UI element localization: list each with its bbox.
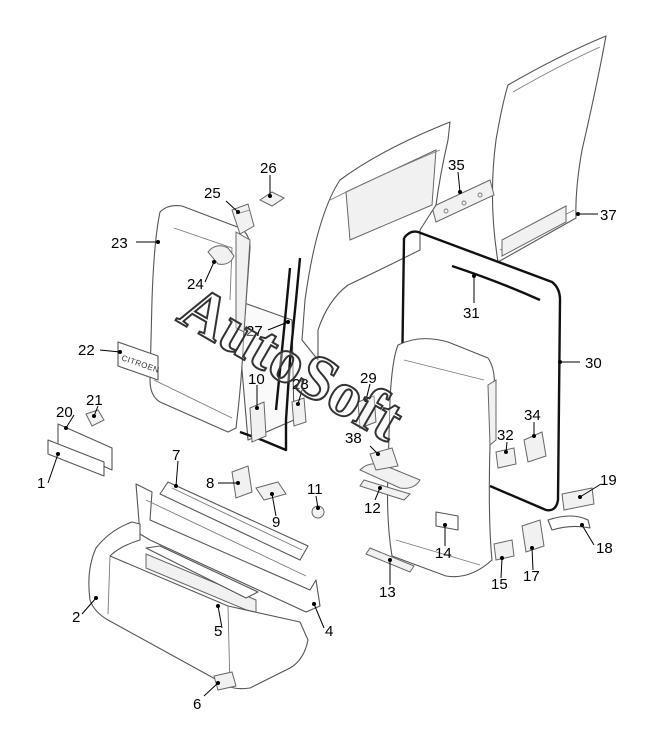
inner-panel-left — [235, 257, 302, 452]
callout-15: 15 — [491, 576, 508, 593]
inner-door-panel — [386, 338, 497, 578]
part-1-plate — [47, 439, 105, 477]
callout-6: 6 — [193, 696, 201, 713]
door-frame — [301, 121, 451, 361]
part-20-plate-holder — [57, 423, 113, 471]
callout-19: 19 — [600, 472, 617, 489]
part-6-clip — [213, 671, 237, 691]
callout-25: 25 — [204, 185, 221, 202]
part-9-bracket — [255, 481, 287, 501]
part-21-lamp — [85, 409, 105, 427]
part-37-outer-door-panel — [491, 35, 607, 263]
callout-8: 8 — [206, 475, 214, 492]
callout-9: 9 — [272, 514, 280, 531]
leader-dots — [56, 190, 584, 685]
part-31-seal-strip — [451, 264, 541, 302]
callout-12: 12 — [364, 500, 381, 517]
callout-17: 17 — [523, 568, 540, 585]
part-18-arm — [547, 515, 591, 531]
part-32-clip — [495, 447, 517, 469]
callout-35: 35 — [448, 157, 465, 174]
part-14-lamp — [435, 511, 459, 531]
part-4-reinforcement — [135, 483, 321, 613]
callout-38: 38 — [345, 430, 362, 447]
part-24-handle — [207, 245, 235, 265]
part-12-handle — [359, 463, 421, 501]
callout-31: 31 — [463, 305, 480, 322]
callout-10: 10 — [248, 371, 265, 388]
part-35-hinge-strip — [431, 179, 495, 223]
callout-26: 26 — [260, 160, 277, 177]
callout-24: 24 — [187, 276, 204, 293]
callout-7: 7 — [172, 447, 180, 464]
callout-18: 18 — [596, 540, 613, 557]
callout-32: 32 — [497, 427, 514, 444]
callout-37: 37 — [600, 207, 617, 224]
part-34-latch — [523, 431, 547, 463]
callout-1: 1 — [37, 475, 45, 492]
callout-27: 27 — [246, 323, 263, 340]
part-10-latch — [249, 401, 267, 443]
part-8-bracket — [231, 465, 253, 499]
callout-22: 22 — [78, 342, 95, 359]
part-2-bumper — [88, 521, 309, 690]
part-17-hinge — [521, 519, 545, 553]
callout-14: 14 — [435, 545, 452, 562]
callout-11: 11 — [307, 481, 323, 498]
callout-21: 21 — [86, 392, 103, 409]
callout-28: 28 — [292, 376, 309, 393]
part-7-step-plate — [159, 481, 309, 561]
part-28-catch — [291, 397, 307, 427]
part-29-catch — [357, 395, 377, 429]
callout-labels: 1 2 4 5 6 7 8 9 10 11 12 13 14 15 17 18 … — [37, 157, 617, 713]
callout-34: 34 — [524, 407, 541, 424]
callout-23: 23 — [111, 235, 128, 252]
callout-13: 13 — [379, 584, 396, 601]
part-15-clip — [493, 539, 515, 561]
callout-20: 20 — [56, 404, 73, 421]
part-22-badge: CITROEN — [117, 341, 161, 381]
callout-30: 30 — [585, 355, 602, 372]
callout-5: 5 — [214, 623, 222, 640]
callout-29: 29 — [360, 370, 377, 387]
callout-2: 2 — [72, 609, 80, 626]
part-26-clip — [259, 191, 285, 207]
callout-4: 4 — [325, 623, 333, 640]
